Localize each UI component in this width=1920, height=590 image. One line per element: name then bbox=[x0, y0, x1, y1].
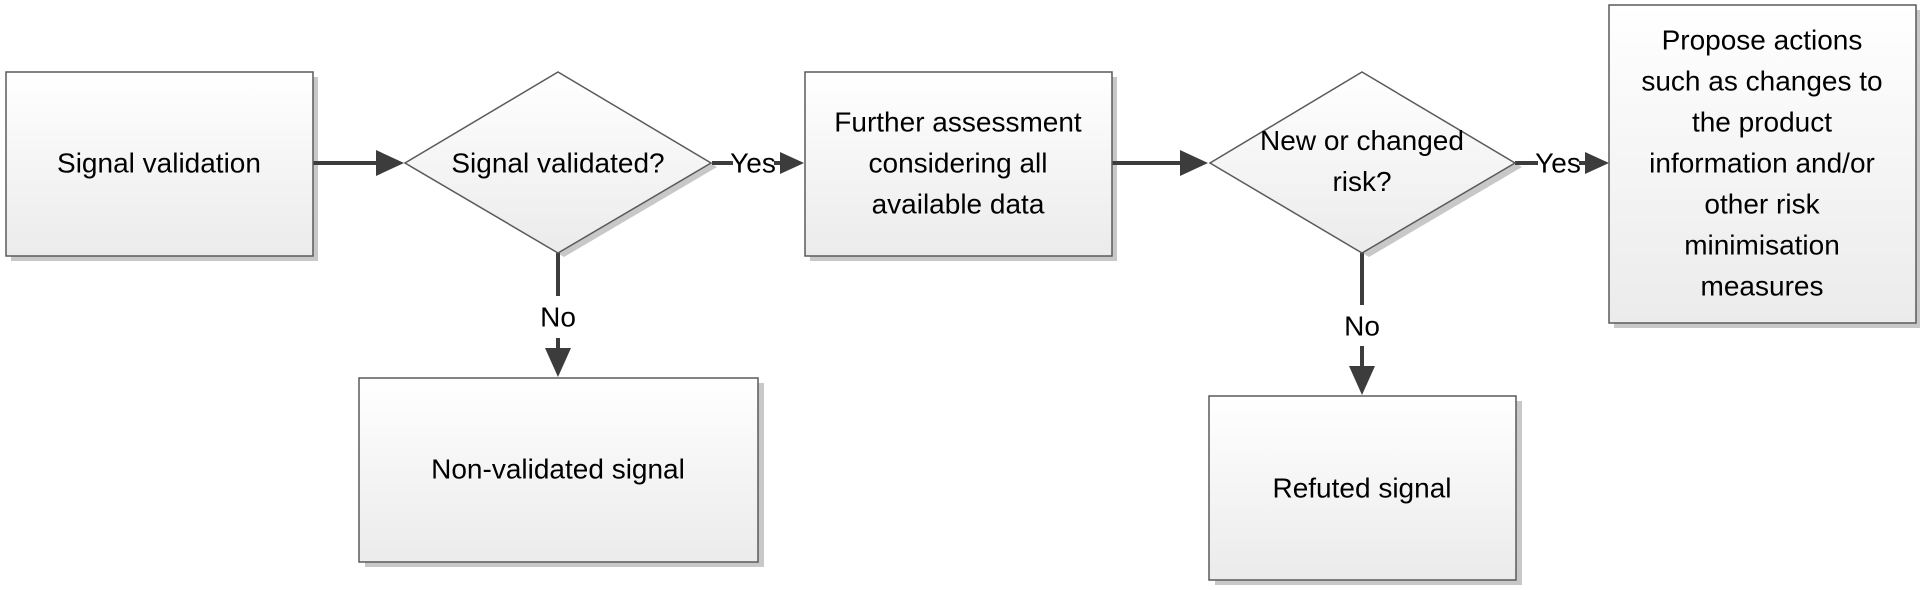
connectors bbox=[312, 161, 1587, 368]
signal-validated-label-line: Signal validated? bbox=[451, 148, 664, 179]
further-assessment-label-line: considering all bbox=[869, 148, 1048, 179]
yes-label-risk: Yes bbox=[1535, 148, 1581, 179]
signal-validation-label-line: Signal validation bbox=[57, 148, 261, 179]
signal-validation-box bbox=[5, 71, 314, 257]
non-validated-signal-box bbox=[358, 377, 759, 563]
propose-actions-label-line: minimisation bbox=[1684, 230, 1840, 261]
refuted-signal-label: Refuted signal bbox=[1272, 473, 1451, 504]
arrowhead-to-assessment bbox=[780, 152, 804, 174]
propose-actions-label-line: the product bbox=[1692, 107, 1832, 138]
signal-validated-diamond bbox=[403, 71, 713, 254]
new-or-changed-risk-label: New or changed risk? bbox=[1260, 125, 1464, 197]
arrowhead-to-non-validated bbox=[545, 348, 571, 377]
no-label-risk: No bbox=[1344, 311, 1380, 342]
propose-actions-label-line: Propose actions bbox=[1662, 25, 1863, 56]
edge-labels: Yes No Yes No bbox=[540, 148, 1581, 342]
arrowhead-to-decision-1 bbox=[376, 150, 404, 176]
new-or-changed-risk-diamond bbox=[1208, 71, 1517, 254]
refuted-signal-box bbox=[1208, 395, 1517, 581]
propose-actions-label-line: information and/or bbox=[1649, 148, 1875, 179]
signal-validation-label: Signal validation bbox=[57, 148, 261, 179]
further-assessment-label-line: available data bbox=[872, 189, 1045, 220]
new-or-changed-risk-label-line: New or changed bbox=[1260, 125, 1464, 156]
signal-validated-label: Signal validated? bbox=[451, 148, 664, 179]
refuted-signal-label-line: Refuted signal bbox=[1272, 473, 1451, 504]
arrowhead-to-decision-2 bbox=[1180, 150, 1208, 176]
non-validated-signal-label-line: Non-validated signal bbox=[431, 454, 685, 485]
new-or-changed-risk-label-line: risk? bbox=[1332, 166, 1391, 197]
non-validated-signal-label: Non-validated signal bbox=[431, 454, 685, 485]
further-assessment-box bbox=[804, 71, 1113, 257]
further-assessment-label-line: Further assessment bbox=[834, 107, 1082, 138]
propose-actions-label-line: other risk bbox=[1704, 189, 1820, 220]
node-text: Signal validation Signal validated? Furthe… bbox=[57, 25, 1883, 504]
node-shapes bbox=[5, 4, 1917, 581]
arrowheads bbox=[376, 150, 1609, 395]
no-label: No bbox=[540, 302, 576, 333]
propose-actions-label: Propose actions such as changes to the pro… bbox=[1641, 25, 1882, 302]
arrowhead-to-refuted bbox=[1349, 366, 1375, 395]
arrowhead-to-propose bbox=[1585, 152, 1609, 174]
propose-actions-label-line: measures bbox=[1701, 271, 1824, 302]
propose-actions-label-line: such as changes to bbox=[1641, 66, 1882, 97]
further-assessment-label: Further assessment considering all availab… bbox=[834, 107, 1082, 220]
propose-actions-box bbox=[1608, 4, 1917, 324]
yes-label: Yes bbox=[730, 148, 776, 179]
